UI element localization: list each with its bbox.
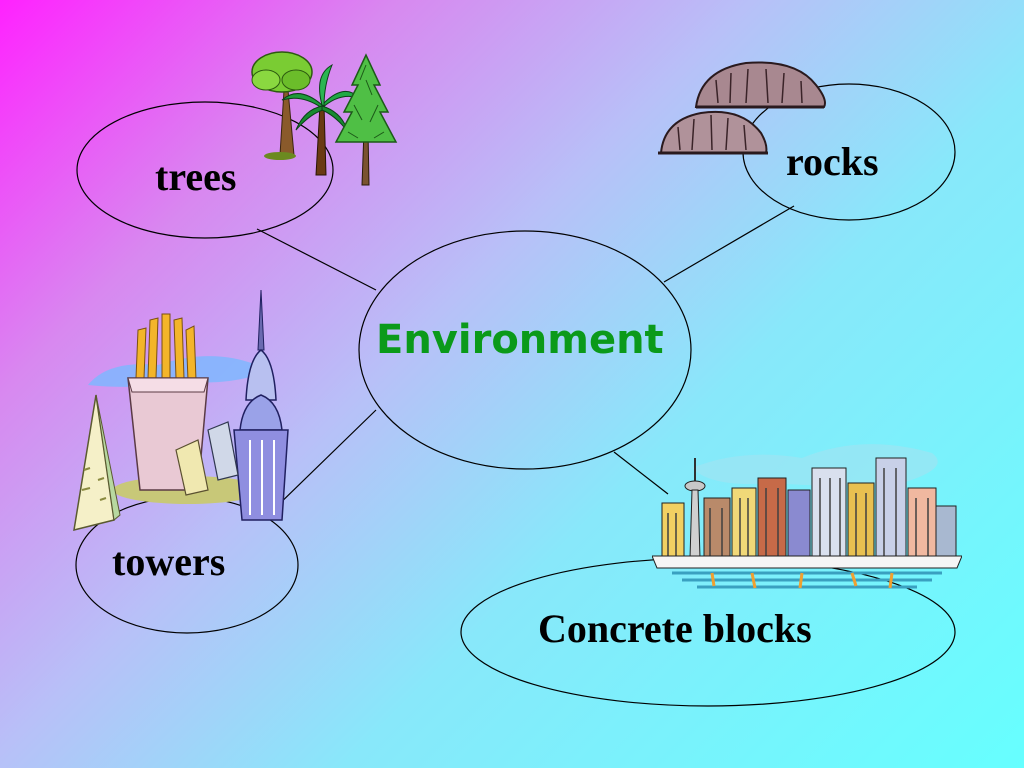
node-label-concrete-blocks: Concrete blocks: [538, 606, 812, 651]
towers-clipart-icon: [73, 290, 289, 532]
node-label-towers: towers: [112, 539, 226, 584]
connector-trees: [256, 228, 377, 291]
ellipse-trees: [76, 101, 334, 239]
ellipse-center: [358, 230, 692, 470]
city-skyline-clipart-icon: [652, 444, 962, 589]
connector-towers: [269, 409, 377, 514]
connector-rocks: [663, 205, 795, 283]
trees-clipart-icon: [251, 51, 398, 186]
rocks-clipart-icon: [658, 61, 826, 155]
center-label: Environment: [376, 317, 664, 363]
node-label-rocks: rocks: [786, 139, 879, 184]
node-label-trees: trees: [155, 154, 237, 199]
connector-concrete-blocks: [613, 451, 669, 495]
